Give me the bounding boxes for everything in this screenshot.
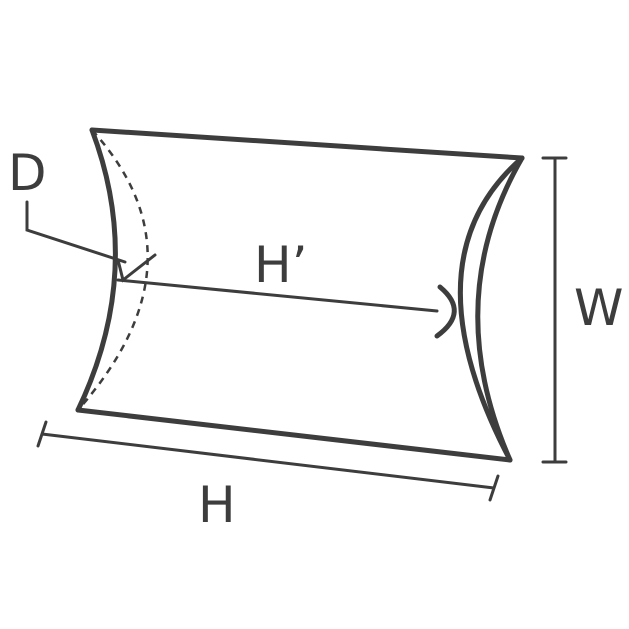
box-left-edge <box>75 127 118 413</box>
height-dimension-line <box>36 420 500 502</box>
label-height-inner: H’ <box>254 236 308 294</box>
inner-height-line <box>116 278 439 313</box>
box-right-outer-curve <box>475 155 525 463</box>
depth-leader-line <box>25 200 127 264</box>
box-bottom-edge <box>75 407 513 463</box>
label-height: H <box>198 476 236 534</box>
thumb-notch <box>434 284 457 339</box>
depth-marker <box>116 253 157 283</box>
box-top-edge <box>89 127 525 161</box>
hidden-fold-dashed <box>77 129 149 411</box>
box-right-inner-curve <box>457 155 525 463</box>
label-width: W <box>574 279 623 337</box>
label-depth: D <box>8 144 47 202</box>
width-dimension-line <box>541 156 568 464</box>
